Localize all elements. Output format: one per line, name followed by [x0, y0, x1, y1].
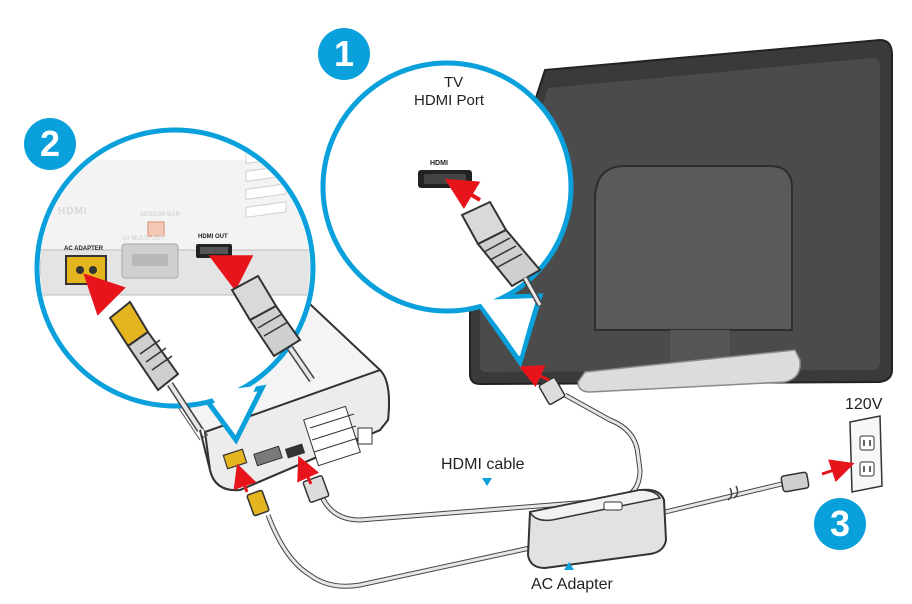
hdmi-cable-pointer [482, 478, 492, 486]
callout-console-ports [34, 127, 316, 445]
tv-hdmi-logo: HDMI [430, 160, 448, 167]
hdmi-out-port-label: HDMI OUT [198, 234, 228, 240]
ac-cable [246, 471, 810, 589]
callout-tv-port [320, 60, 574, 368]
hdmi-cable-label: HDMI cable [441, 456, 525, 473]
tv-title-label: TV [444, 74, 464, 91]
wall-outlet-icon [849, 415, 883, 493]
voltage-label: 120V [845, 396, 883, 413]
step-3-badge: 3 [814, 498, 866, 550]
av-multi-out-label: AV MULTI OUT [122, 236, 164, 242]
ac-adapter-port-label: AC ADAPTER [64, 246, 104, 252]
step-2-badge: 2 [24, 118, 76, 170]
ac-adapter-brick [526, 488, 668, 570]
console-hdmi-logo: HDMI [58, 206, 88, 217]
ac-port-icon [65, 255, 107, 285]
ac-adapter-pointer [564, 562, 574, 570]
sensor-bar-label: SENSOR BAR [140, 212, 181, 218]
step-1-badge: 1 [318, 28, 370, 80]
ac-adapter-label: AC Adapter [531, 576, 613, 593]
red-arrow-icon [233, 365, 855, 493]
tv [469, 38, 893, 393]
tv-port-label: HDMI Port [414, 92, 485, 109]
